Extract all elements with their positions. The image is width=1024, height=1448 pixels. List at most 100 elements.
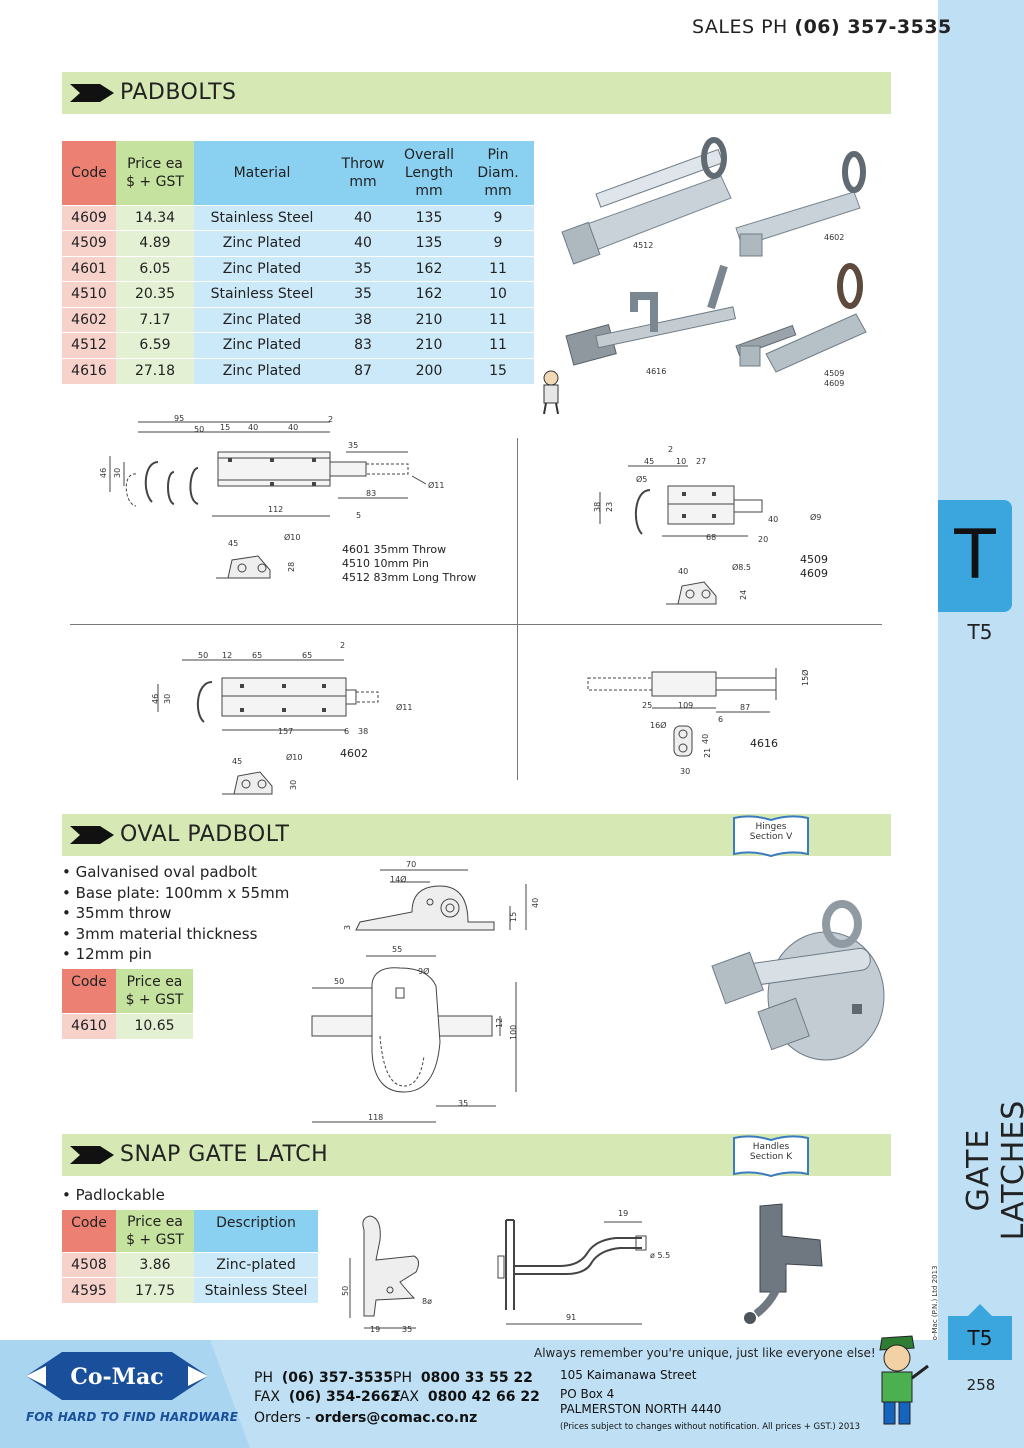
svg-text:46: 46 — [151, 694, 160, 704]
disclaimer: (Prices subject to changes without notif… — [560, 1422, 861, 1432]
svg-text:91: 91 — [566, 1313, 576, 1322]
cell-material: Zinc Plated — [194, 332, 330, 358]
arrow-icon — [70, 84, 114, 102]
drawing-4601: 95 50 15 40 40 2 35 83 112 5 Ø11 46 30 — [99, 414, 444, 520]
freefax-line: FAX 0800 42 66 22 — [393, 1389, 540, 1405]
bullet-item: • 12mm pin — [62, 945, 152, 964]
table-row[interactable]: 4508 3.86 Zinc-plated — [62, 1251, 318, 1278]
fax-line: FAX (06) 354-2662 — [254, 1389, 400, 1405]
section-code-bottom: T5 — [948, 1304, 1012, 1360]
svg-text:50: 50 — [198, 651, 208, 660]
svg-text:40: 40 — [288, 423, 298, 432]
bullet-item: • 35mm throw — [62, 904, 172, 923]
cell-material: Zinc Plated — [194, 255, 330, 282]
cell-pin: 11 — [462, 255, 534, 282]
bullet-item: • Galvanised oval padbolt — [62, 863, 257, 881]
drawing-divider-v — [517, 438, 518, 780]
col-code: Code — [62, 1210, 116, 1252]
cell-pin: 15 — [462, 357, 534, 384]
svg-text:45: 45 — [644, 457, 654, 466]
svg-text:87: 87 — [740, 703, 750, 712]
cell-material: Zinc Plated — [194, 230, 330, 256]
freefax-number: 0800 42 66 22 — [427, 1389, 540, 1405]
cell-price: 6.05 — [116, 255, 194, 282]
book-icon — [733, 1135, 809, 1178]
svg-text:38: 38 — [358, 727, 368, 736]
svg-text:14Ø: 14Ø — [390, 874, 406, 884]
oval-padbolt-bullets: • Galvanised oval padbolt • Base plate: 1… — [62, 862, 289, 965]
svg-text:5: 5 — [356, 511, 361, 520]
address-line-3: PALMERSTON NORTH 4440 — [560, 1402, 722, 1416]
svg-text:19: 19 — [370, 1325, 380, 1334]
drawing-keeper-4601: 45 Ø10 28 — [216, 532, 300, 579]
photo-label-4609: 4609 — [824, 379, 844, 388]
drawing-notes-4601: 4601 35mm Throw 4510 10mm Pin 4512 83mm … — [342, 543, 477, 584]
photo-label-4512: 4512 — [633, 241, 653, 250]
arrow-icon — [70, 826, 114, 844]
sales-label: SALES PH — [692, 16, 788, 38]
svg-text:45: 45 — [232, 757, 242, 766]
svg-text:30: 30 — [289, 780, 298, 790]
cell-price: 27.18 — [116, 357, 194, 384]
cell-code: 4512 — [62, 332, 116, 358]
tagline: Always remember you're unique, just like… — [534, 1346, 876, 1360]
cell-material: Zinc Plated — [194, 357, 330, 384]
orders-email-link[interactable]: orders@comac.co.nz — [315, 1410, 478, 1426]
svg-text:27: 27 — [696, 457, 706, 466]
svg-text:100: 100 — [509, 1025, 518, 1040]
cell-length: 200 — [396, 357, 462, 384]
padbolt-photo-4602 — [735, 151, 866, 257]
bullet-item: • Base plate: 100mm x 55mm — [62, 883, 290, 902]
freephone-number[interactable]: 0800 33 55 22 — [420, 1370, 533, 1386]
cell-price: 7.17 — [116, 306, 194, 333]
cell-pin: 9 — [462, 204, 534, 231]
svg-text:Ø8.5: Ø8.5 — [732, 562, 751, 572]
sales-phone[interactable]: (06) 357-3535 — [794, 16, 952, 38]
phone-number[interactable]: (06) 357-3535 — [281, 1370, 394, 1386]
bullet-item: • 3mm material thickness — [62, 924, 258, 943]
drawing-label-4602: 4602 — [340, 747, 368, 760]
section-code-top: T5 — [967, 620, 993, 644]
snap-latch-table: Code Price ea$ + GST Description 4508 3.… — [62, 1210, 318, 1303]
section-tab[interactable]: T — [938, 500, 1012, 612]
svg-text:38: 38 — [593, 502, 602, 512]
svg-text:Ø9: Ø9 — [810, 512, 821, 522]
svg-text:35: 35 — [458, 1099, 468, 1108]
col-price: Price ea$ + GST — [116, 1210, 194, 1252]
cell-length: 210 — [396, 332, 462, 358]
svg-text:10: 10 — [676, 457, 686, 466]
address-line-2: PO Box 4 — [560, 1387, 615, 1401]
svg-text:25: 25 — [642, 701, 652, 710]
svg-text:12: 12 — [222, 651, 232, 660]
table-row[interactable]: 4595 17.75 Stainless Steel — [62, 1277, 318, 1303]
svg-text:9Ø: 9Ø — [418, 966, 429, 976]
svg-text:35: 35 — [348, 441, 358, 450]
cell-throw: 38 — [330, 306, 396, 333]
svg-text:50: 50 — [194, 425, 204, 434]
svg-text:118: 118 — [368, 1113, 383, 1122]
svg-text:6: 6 — [718, 715, 723, 724]
padbolts-photos: 4512 4602 4616 4509 4609 — [561, 137, 867, 388]
svg-text:Co-Mac: Co-Mac — [70, 1364, 163, 1390]
section-title: PADBOLTS — [120, 80, 237, 105]
svg-text:40: 40 — [678, 567, 688, 576]
cell-price: 4.89 — [116, 230, 194, 256]
comac-logo[interactable]: Co-Mac — [22, 1344, 212, 1408]
padbolt-photo-4616 — [565, 264, 737, 366]
section-title: SNAP GATE LATCH — [120, 1142, 329, 1167]
orders-line: Orders - orders@comac.co.nz — [254, 1410, 478, 1426]
svg-text:3: 3 — [343, 925, 352, 930]
drawing-4602: 50 12 65 65 2 157 6 38 Ø11 46 30 — [151, 641, 412, 736]
svg-text:30: 30 — [680, 767, 690, 776]
table-row[interactable]: 4610 10.65 — [62, 1012, 193, 1039]
